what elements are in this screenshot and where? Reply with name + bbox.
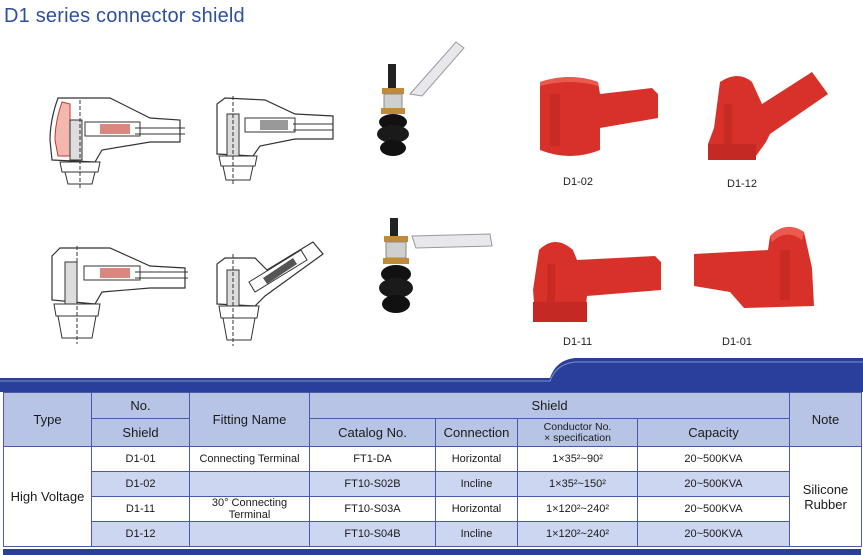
- cross-section-drawing-incline: [205, 240, 340, 350]
- cross-section-drawing-horizontal-bottom: [40, 238, 190, 348]
- header-no: No.: [91, 392, 190, 419]
- cell-catalog: FT10-S03A: [309, 496, 436, 522]
- cell-fitting-name-empty: [189, 521, 310, 547]
- cell-capacity: 20~500KVA: [636, 446, 791, 472]
- table-row: D1-11 30° Connecting Terminal FT10-S03A …: [4, 496, 862, 522]
- shield-photo-d1-12: [700, 64, 835, 169]
- table-row: D1-02 FT10-S02B Incline 1×35²~150² 20~50…: [4, 471, 862, 497]
- cross-section-drawing-horizontal-red: [40, 80, 190, 190]
- cell-capacity: 20~500KVA: [636, 471, 791, 497]
- shield-photo-d1-11: [525, 230, 665, 330]
- caption-d1-01: D1-01: [722, 336, 752, 348]
- cell-connection: Horizontal: [435, 496, 518, 522]
- header-type: Type: [3, 392, 92, 447]
- note-value: Silicone Rubber: [789, 446, 863, 547]
- table-header-band: [0, 356, 863, 392]
- spec-table: Type No. Fitting Name Shield Note Shield…: [3, 392, 863, 547]
- header-shield-group: Shield: [308, 392, 791, 419]
- cell-connection: Horizontal: [435, 446, 518, 472]
- header-catalog-no: Catalog No.: [309, 418, 436, 447]
- shield-photo-d1-02: [530, 70, 660, 170]
- header-connection: Connection: [435, 418, 518, 447]
- caption-d1-11: D1-11: [563, 336, 593, 348]
- cell-fitting-name: 30° Connecting Terminal: [189, 496, 310, 522]
- cell-conductor: 1×120²~240²: [517, 496, 638, 522]
- shield-photo-d1-01: [690, 220, 830, 320]
- type-value: High Voltage: [3, 446, 92, 547]
- cell-fitting-name-empty: [189, 471, 310, 497]
- cell-conductor: 1×35²~150²: [517, 471, 638, 497]
- header-shield-no: Shield: [91, 418, 190, 447]
- cell-fitting-name: Connecting Terminal: [189, 446, 310, 472]
- cell-conductor: 1×35²~90²: [517, 446, 638, 472]
- header-fitting-name: Fitting Name: [189, 392, 310, 447]
- cell-capacity: 20~500KVA: [636, 521, 791, 547]
- cell-capacity: 20~500KVA: [636, 496, 791, 522]
- caption-d1-02: D1-02: [563, 176, 593, 188]
- table-row: D1-12 FT10-S04B Incline 1×120²~240² 20~5…: [4, 521, 862, 547]
- cell-shield: D1-01: [91, 446, 190, 472]
- cross-section-drawing-horizontal-grey: [205, 84, 335, 189]
- bushing-with-terminal-photo-bottom: [372, 212, 497, 327]
- cell-shield: D1-02: [91, 471, 190, 497]
- header-conductor-line1: Conductor No.: [543, 420, 612, 433]
- cell-connection: Incline: [435, 521, 518, 547]
- bottom-rule: [3, 549, 861, 555]
- cell-catalog: FT1-DA: [309, 446, 436, 472]
- cell-shield: D1-11: [91, 496, 190, 522]
- header-conductor: Conductor No. × specification: [517, 418, 638, 447]
- table-row: High Voltage D1-01 Connecting Terminal F…: [3, 446, 863, 547]
- cell-catalog: FT10-S04B: [309, 521, 436, 547]
- caption-d1-12: D1-12: [727, 178, 757, 190]
- header-note: Note: [789, 392, 863, 447]
- cell-conductor: 1×120²~240²: [517, 521, 638, 547]
- bushing-with-terminal-photo-top: [372, 36, 472, 166]
- header-conductor-line2: × specification: [544, 431, 611, 444]
- cell-shield: D1-12: [91, 521, 190, 547]
- header-capacity: Capacity: [636, 418, 791, 447]
- cell-connection: Incline: [435, 471, 518, 497]
- page-title: D1 series connector shield: [4, 5, 245, 27]
- cell-catalog: FT10-S02B: [309, 471, 436, 497]
